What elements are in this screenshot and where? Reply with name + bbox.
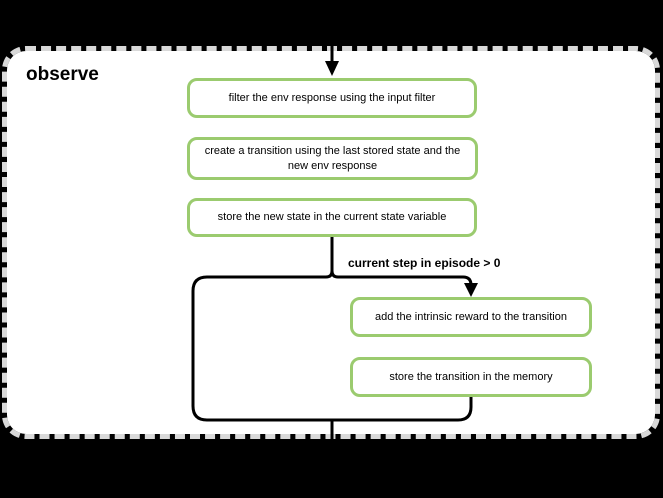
node-add-intrinsic-reward: add the intrinsic reward to the transiti… bbox=[350, 297, 592, 337]
node-filter-env-response: filter the env response using the input … bbox=[187, 78, 477, 118]
node-store-new-state: store the new state in the current state… bbox=[187, 198, 477, 237]
node-store-transition-memory: store the transition in the memory bbox=[350, 357, 592, 397]
page-title: observe bbox=[26, 64, 99, 85]
condition-label: current step in episode > 0 bbox=[348, 256, 501, 270]
node-create-transition: create a transition using the last store… bbox=[187, 137, 478, 180]
